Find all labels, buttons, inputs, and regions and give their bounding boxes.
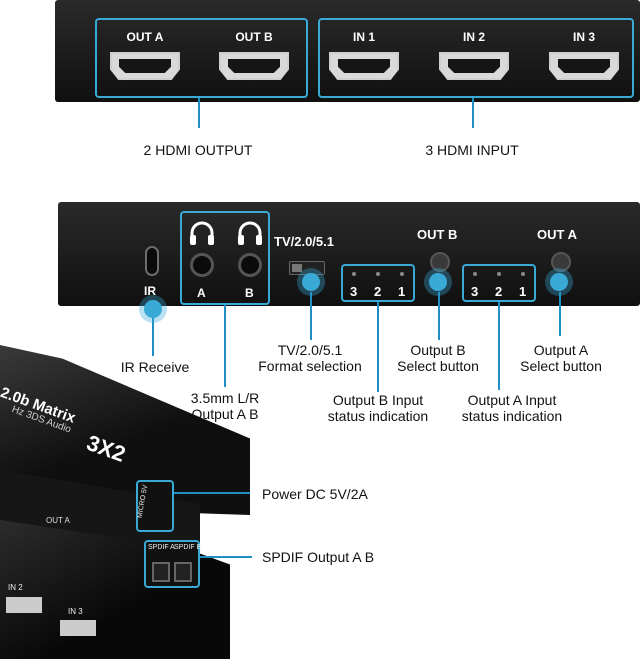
out-b-select-button <box>430 252 450 272</box>
spdif-label: SPDIF Output A B <box>262 549 375 565</box>
out-a-callout-dot <box>550 273 568 291</box>
hdmi-out-b-port <box>219 52 289 80</box>
out-b-callout-dot <box>429 273 447 291</box>
spdif-connector <box>200 556 252 558</box>
audio-b-label: B <box>245 286 254 300</box>
out-a-select-callout-2: Select button <box>520 358 602 374</box>
format-callout-dot <box>302 273 320 291</box>
device-hdmi-in3 <box>60 620 96 636</box>
out-b-select-callout-2: Select button <box>397 358 479 374</box>
out-a-select-callout-1: Output A <box>533 342 589 358</box>
led-a-group-box <box>462 264 536 302</box>
device-hdmi-in2 <box>6 597 42 613</box>
spdif-port-b <box>174 562 192 582</box>
in-3-label: IN 3 <box>572 30 595 44</box>
spdif-port-a <box>152 562 170 582</box>
hdmi-in-3-port <box>549 52 619 80</box>
out-a-select-button <box>551 252 571 272</box>
led-b-num-2: 2 <box>374 284 382 299</box>
input-caption: 3 HDMI INPUT <box>425 142 519 158</box>
out-a-status-callout-1: Output A Input <box>467 392 557 408</box>
ir-callout-dot <box>144 300 162 318</box>
power-connector <box>174 492 250 494</box>
in-2-label: IN 2 <box>462 30 485 44</box>
hdmi-in-1-port <box>329 52 399 80</box>
ir-label: IR <box>144 284 156 298</box>
spdif-b-label: SPDIF B <box>174 544 202 551</box>
led-b-2 <box>376 272 380 276</box>
out-a-button-connector <box>559 292 561 336</box>
output-caption: 2 HDMI OUTPUT <box>143 142 253 158</box>
led-b-connector <box>377 302 379 392</box>
out-a-select-label: OUT A <box>537 227 577 242</box>
hdmi-in-2-port <box>439 52 509 80</box>
device-out-a-small: OUT A <box>46 516 70 525</box>
led-a-connector <box>498 302 500 390</box>
led-a-num-2: 2 <box>495 284 503 299</box>
led-a-num-1: 1 <box>519 284 527 299</box>
device-in3-label: IN 3 <box>68 607 83 616</box>
out-b-status-callout-2: status indication <box>327 408 429 424</box>
led-a-2 <box>497 272 501 276</box>
out-b-select-callout-1: Output B <box>410 342 466 358</box>
format-label: TV/2.0/5.1 <box>274 234 334 249</box>
led-a-num-3: 3 <box>471 284 479 299</box>
led-b-1 <box>400 272 404 276</box>
audio-jack-b <box>238 253 262 277</box>
device-in2-label: IN 2 <box>8 583 23 592</box>
led-a-1 <box>521 272 525 276</box>
output-group-box <box>95 18 308 98</box>
ir-window <box>145 246 159 276</box>
input-connector <box>472 98 474 128</box>
format-callout-2: Format selection <box>258 358 362 374</box>
spdif-a-label: SPDIF A <box>148 544 175 551</box>
format-callout-1: TV/2.0/5.1 <box>277 342 343 358</box>
headphone-b-icon <box>236 220 264 246</box>
audio-connector <box>224 305 226 387</box>
audio-label-1: 3.5mm L/R <box>190 390 260 406</box>
headphone-a-icon <box>188 220 216 246</box>
out-b-select-label: OUT B <box>417 227 458 242</box>
out-a-status-callout-2: status indication <box>461 408 563 424</box>
led-b-group-box <box>341 264 415 302</box>
out-b-status-callout-1: Output B Input <box>332 392 424 408</box>
led-a-3 <box>473 272 477 276</box>
output-connector <box>198 98 200 128</box>
format-connector <box>310 292 312 340</box>
audio-group-box <box>180 211 270 305</box>
top-panel <box>55 0 640 102</box>
input-group-box <box>318 18 634 98</box>
ir-receive-label: IR Receive <box>120 359 190 375</box>
power-box <box>136 480 174 532</box>
in-1-label: IN 1 <box>352 30 375 44</box>
audio-label-2: Output A B <box>191 406 259 422</box>
ir-connector <box>152 318 154 356</box>
audio-jack-a <box>190 253 214 277</box>
power-label: Power DC 5V/2A <box>262 486 368 502</box>
led-b-num-3: 3 <box>350 284 358 299</box>
audio-a-label: A <box>197 286 206 300</box>
out-a-label: OUT A <box>126 30 164 44</box>
out-b-label: OUT B <box>235 30 273 44</box>
out-b-button-connector <box>438 292 440 340</box>
led-b-num-1: 1 <box>398 284 406 299</box>
hdmi-out-a-port <box>110 52 180 80</box>
led-b-3 <box>352 272 356 276</box>
